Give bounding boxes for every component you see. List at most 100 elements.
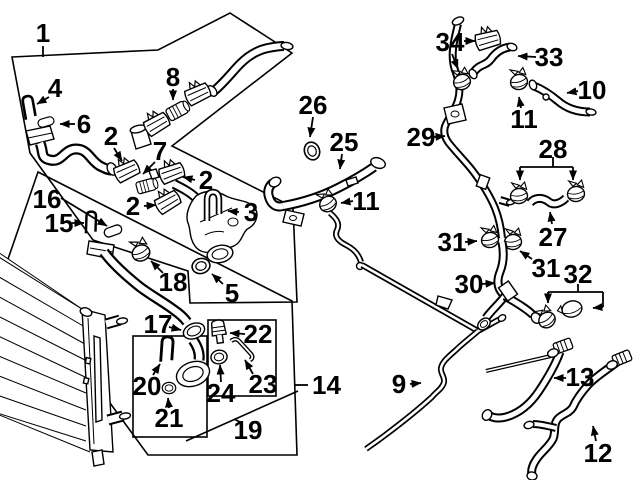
- callout-24[interactable]: 24: [207, 364, 236, 408]
- fitting-8: [164, 98, 193, 123]
- lower-radiator-hose: [86, 240, 211, 388]
- callout-12[interactable]: 12: [584, 425, 613, 468]
- callout-label: 18: [159, 267, 188, 297]
- clamp-28b: [564, 178, 587, 204]
- callout-29[interactable]: 29: [407, 122, 446, 152]
- clamp-ring-17: [182, 322, 206, 340]
- callout-3[interactable]: 3: [227, 197, 258, 227]
- callout-2a[interactable]: 2: [104, 121, 123, 162]
- callout-23[interactable]: 23: [244, 359, 277, 399]
- callout-label: 31: [532, 253, 561, 283]
- retainer-pin-4: [20, 94, 38, 122]
- callout-11b[interactable]: 11: [510, 96, 538, 134]
- callout-34[interactable]: 34: [436, 27, 476, 70]
- hose-27: [526, 193, 570, 209]
- callout-2c[interactable]: 2: [126, 191, 157, 221]
- callout-label: 7: [153, 136, 167, 166]
- callout-label: 25: [330, 127, 359, 157]
- callout-16[interactable]: 16: [33, 184, 108, 227]
- callout-9[interactable]: 9: [392, 369, 422, 399]
- callout-31b[interactable]: 31: [519, 250, 561, 283]
- callout-label: 33: [535, 42, 564, 72]
- bypass-hose-top: [206, 41, 294, 97]
- callout-26[interactable]: 26: [299, 90, 328, 138]
- callout-22[interactable]: 22: [229, 319, 273, 349]
- callout-17[interactable]: 17: [144, 309, 182, 339]
- callout-label: 14: [312, 370, 341, 400]
- callout-2b[interactable]: 2: [182, 165, 213, 195]
- cone-cap: [129, 124, 152, 150]
- clamp-28a: [507, 180, 530, 206]
- callout-28[interactable]: 28: [516, 134, 577, 181]
- vent-pipe-9: [328, 210, 507, 452]
- callout-25[interactable]: 25: [330, 127, 359, 170]
- retainer-pin-20: [159, 335, 175, 364]
- callout-label: 31: [438, 227, 467, 257]
- group-outline-14: [6, 170, 298, 456]
- callout-label: 2: [126, 191, 140, 221]
- callout-label: 20: [133, 371, 162, 401]
- callout-30[interactable]: 30: [455, 269, 496, 299]
- hose-13: [481, 337, 574, 423]
- callout-10[interactable]: 10: [566, 75, 606, 105]
- callout-label: 19: [234, 415, 263, 445]
- o-ring-26: [301, 139, 323, 163]
- callout-label: 32: [564, 259, 593, 289]
- callout-label: 5: [225, 278, 239, 308]
- callout-label: 6: [77, 109, 91, 139]
- hose-33: [468, 42, 518, 80]
- hose-10: [528, 79, 597, 117]
- callout-20[interactable]: 20: [133, 363, 162, 401]
- callout-8[interactable]: 8: [166, 62, 180, 101]
- callout-label: 2: [199, 165, 213, 195]
- callout-14[interactable]: 14: [295, 370, 341, 400]
- callout-label: 21: [155, 403, 184, 433]
- callout-6[interactable]: 6: [59, 109, 91, 139]
- o-ring-21: [161, 381, 177, 395]
- callout-13[interactable]: 13: [553, 362, 594, 392]
- callout-4[interactable]: 4: [36, 73, 63, 105]
- callout-7[interactable]: 7: [142, 136, 167, 175]
- radiator: [0, 252, 132, 467]
- bleeder-valve-22: [210, 319, 228, 345]
- callout-18[interactable]: 18: [150, 260, 188, 297]
- callout-21[interactable]: 21: [155, 397, 184, 433]
- group-outline-19: [185, 390, 299, 442]
- callout-1[interactable]: 1: [36, 18, 50, 57]
- callout-label: 26: [299, 90, 328, 120]
- callout-31a[interactable]: 31: [438, 227, 478, 257]
- callout-label: 30: [455, 269, 484, 299]
- clamp-11b: [506, 65, 530, 93]
- callout-label: 15: [45, 208, 74, 238]
- callout-label: 22: [244, 319, 273, 349]
- callout-label: 3: [244, 197, 258, 227]
- callout-19[interactable]: 19: [234, 415, 263, 445]
- callout-label: 1: [36, 18, 50, 48]
- spring-clamp-18: [125, 235, 154, 265]
- callout-label: 11: [510, 104, 538, 134]
- callout-label: 2: [104, 121, 118, 151]
- group-box-22-23-24: [207, 319, 277, 397]
- u-pipe-3: [203, 188, 223, 221]
- callout-32[interactable]: 32: [544, 259, 604, 312]
- hose-12: [523, 348, 634, 480]
- callout-5[interactable]: 5: [211, 273, 239, 308]
- clamp-2a: [109, 152, 143, 185]
- clamp-32b: [555, 297, 585, 322]
- o-ring-24: [209, 348, 229, 366]
- callout-label: 4: [48, 73, 63, 103]
- callout-label: 8: [166, 62, 180, 92]
- callout-15[interactable]: 15: [45, 208, 85, 238]
- callout-label: 12: [584, 438, 613, 468]
- hook-pin-23: [229, 337, 255, 363]
- callout-label: 34: [436, 27, 465, 57]
- callout-label: 27: [539, 222, 568, 252]
- callout-33[interactable]: 33: [517, 42, 564, 72]
- callout-label: 17: [144, 309, 173, 339]
- callout-label: 16: [33, 184, 62, 214]
- callout-11a[interactable]: 11: [340, 186, 380, 216]
- callout-27[interactable]: 27: [539, 211, 568, 252]
- callout-label: 28: [539, 134, 568, 164]
